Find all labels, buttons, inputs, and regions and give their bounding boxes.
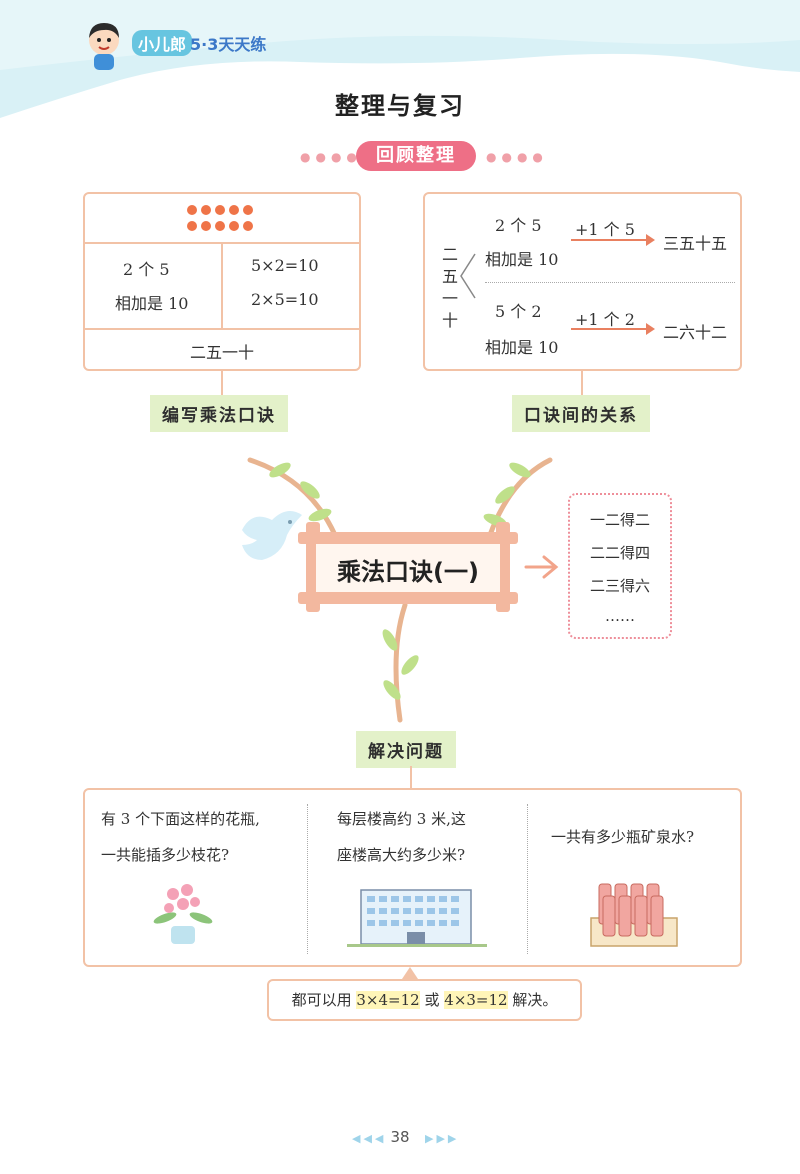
- conclusion-prefix: 都可以用: [291, 991, 352, 1009]
- section-dots-left: ●●●●: [300, 150, 362, 164]
- pointer-triangle: [402, 967, 418, 979]
- bottom-line2: 相加是 10: [485, 338, 559, 357]
- conclusion-box: 都可以用 3×4=12 或 4×3=12 解决。: [267, 979, 582, 1021]
- flower-vase-icon: [153, 884, 213, 944]
- section-dots-right: ●●●●: [486, 150, 548, 164]
- rhyme-item: 二二得四: [589, 544, 650, 562]
- rhyme-item: ……: [605, 607, 635, 625]
- conclusion-mid: 或: [424, 991, 440, 1009]
- brace-icon: [460, 253, 476, 299]
- dotted-divider: [485, 282, 735, 283]
- dot-array: [184, 202, 264, 238]
- equation-text: 2×5=10: [251, 290, 319, 309]
- problem-text: 每层楼高约 3 米,这: [337, 810, 466, 828]
- rhyme-list-box: 一二得二 二二得四 二三得六 ……: [568, 493, 672, 639]
- arrow-icon: [571, 323, 655, 335]
- rhyme-text: 二五一十: [189, 343, 254, 362]
- branch-decoration: [247, 457, 553, 723]
- tag-rhyme-relation: 口诀间的关系: [512, 395, 650, 432]
- top-arrow-label: +1 个 5: [575, 220, 635, 239]
- bottom-result: 二六十二: [663, 323, 728, 342]
- multiplication-build-box: 2 个 5 相加是 10 5×2=10 2×5=10 二五一十: [83, 192, 361, 371]
- connector-line: [410, 766, 412, 788]
- conclusion-expression: 3×4=12: [356, 991, 420, 1009]
- center-title: 乘法口诀(一): [337, 558, 479, 586]
- problem-text: 一共有多少瓶矿泉水?: [551, 828, 695, 846]
- dove-icon: [242, 511, 302, 560]
- page-title: 整理与复习: [335, 92, 465, 120]
- connector-line: [581, 371, 583, 395]
- rhyme-item: 二三得六: [589, 577, 650, 595]
- top-line2: 相加是 10: [485, 250, 559, 269]
- box-divider: [221, 242, 223, 328]
- building-icon: [347, 889, 487, 947]
- problem-text: 有 3 个下面这样的花瓶,: [101, 810, 260, 828]
- header-background: [0, 0, 800, 125]
- tag-build-rhyme: 编写乘法口诀: [150, 395, 288, 432]
- box-divider: [85, 328, 359, 330]
- equation-text: 5×2=10: [251, 256, 319, 275]
- section-label: 回顾整理: [356, 141, 476, 171]
- conclusion-suffix: 解决。: [512, 991, 558, 1009]
- series-name: 5·3天天练: [190, 35, 267, 54]
- brand-name: 小儿郎: [132, 30, 193, 56]
- bottom-line1: 5 个 2: [495, 302, 542, 321]
- top-line1: 2 个 5: [495, 216, 542, 235]
- page-number: 38: [390, 1128, 410, 1146]
- vertical-rhyme: 二 五 一 十: [441, 245, 458, 330]
- rhyme-item: 一二得二: [589, 511, 650, 529]
- right-arrow-icon: [524, 552, 560, 582]
- tag-solve-problems: 解决问题: [356, 731, 456, 768]
- rhyme-relation-box: 二 五 一 十 2 个 5 相加是 10 +1 个 5 三五十五 5 个 2 相…: [423, 192, 742, 371]
- bottom-arrow-label: +1 个 2: [575, 310, 635, 329]
- dotted-divider: [527, 804, 528, 954]
- addition-sum-text: 相加是 10: [115, 294, 189, 313]
- problem-text: 一共能插多少枝花?: [101, 846, 230, 864]
- mascot-avatar: [82, 18, 126, 72]
- problems-box: 有 3 个下面这样的花瓶, 一共能插多少枝花? 每层楼高约 3 米,这 座楼高大…: [83, 788, 742, 967]
- page-nav-right-icon: ▶▶▶: [425, 1132, 460, 1145]
- dotted-divider: [307, 804, 308, 954]
- arrow-icon: [571, 234, 655, 246]
- water-bottles-icon: [590, 883, 678, 947]
- page-nav-left-icon: ◀◀◀: [352, 1132, 387, 1145]
- addition-text: 2 个 5: [123, 260, 170, 279]
- problem-text: 座楼高大约多少米?: [337, 846, 466, 864]
- center-scroll: 乘法口诀(一): [298, 522, 518, 612]
- conclusion-expression: 4×3=12: [444, 991, 508, 1009]
- connector-line: [221, 371, 223, 395]
- top-result: 三五十五: [663, 234, 728, 253]
